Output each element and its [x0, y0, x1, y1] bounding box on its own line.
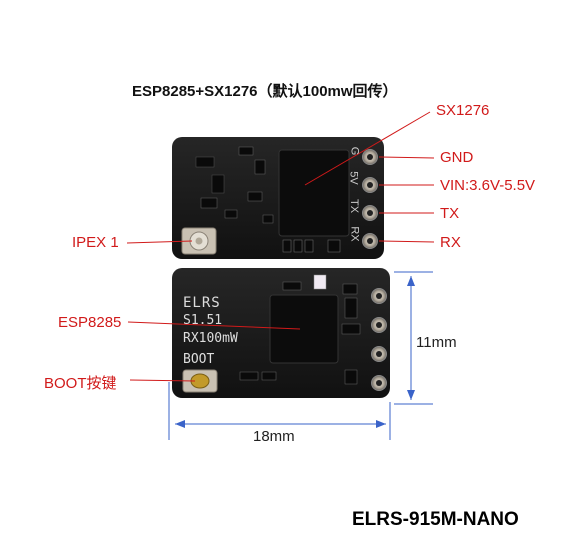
silkscreen-elrs: ELRS — [183, 295, 221, 311]
dimension-width: 18mm — [253, 428, 295, 445]
callout-vin: VIN:3.6V-5.5V — [440, 177, 536, 194]
bottom-board — [172, 268, 390, 398]
page-title: ESP8285+SX1276（默认100mw回传） — [132, 83, 398, 100]
product-name: ELRS-915M-NANO — [352, 509, 519, 530]
top-board-pads — [362, 149, 378, 249]
pin-label-tx: TX — [348, 198, 361, 214]
callout-gnd: GND — [440, 149, 474, 166]
callout-ipex: IPEX 1 — [72, 234, 119, 251]
sx1276-chip — [278, 149, 350, 237]
callout-sx1276: SX1276 — [436, 102, 490, 119]
callout-esp8285: ESP8285 — [58, 314, 122, 331]
callout-boot: BOOT按键 — [44, 375, 117, 392]
pin-label-5v: 5V — [347, 171, 360, 185]
silkscreen-power: RX100mW — [183, 331, 238, 346]
callout-tx: TX — [440, 205, 460, 222]
dimension-lines — [168, 271, 433, 440]
esp8285-chip — [269, 294, 339, 364]
silkscreen-version: S1.51 — [183, 313, 223, 328]
bottom-board-pads — [371, 288, 387, 391]
dimension-arrows — [175, 276, 415, 428]
pin-label-rx: RX — [348, 226, 361, 242]
callout-leaders — [126, 111, 435, 382]
callout-rx: RX — [440, 234, 461, 251]
silkscreen-boot: BOOT — [183, 352, 215, 367]
pin-label-gnd: G — [348, 146, 361, 156]
dimension-height: 11mm — [416, 334, 457, 351]
top-board — [172, 137, 384, 259]
